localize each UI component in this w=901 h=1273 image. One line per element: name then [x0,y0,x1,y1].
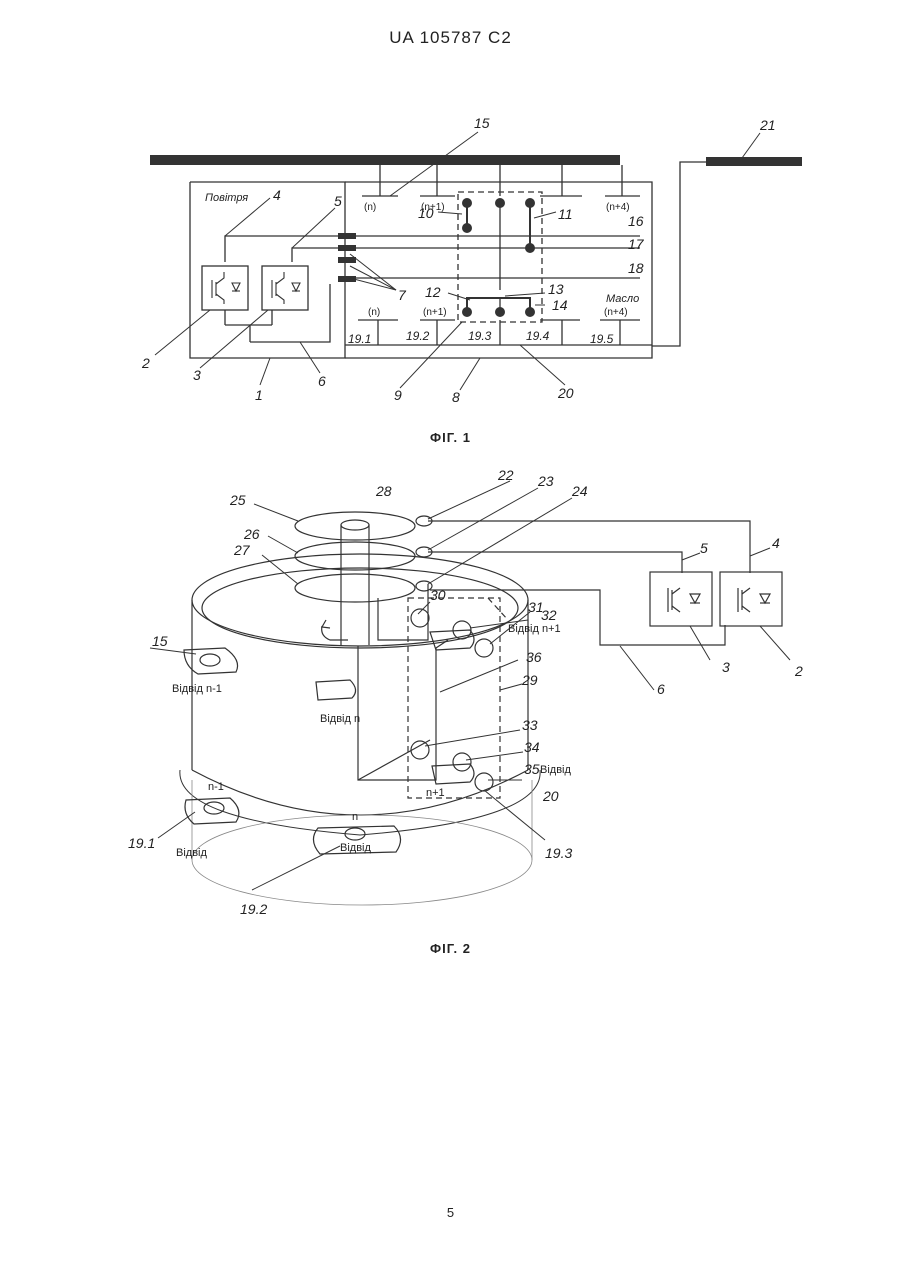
fig2-label-34: 34 [524,739,540,755]
fig1-label-16: 16 [628,213,644,229]
patent-header: UA 105787 C2 [0,28,901,48]
tap-label-bottom-center: Відвід [340,842,371,854]
tap-19-5: 19.5 [590,332,614,346]
tap-19-3: 19.3 [468,329,492,343]
top-tap-n1: (n+1) [421,202,445,213]
fig2-label-32: 32 [541,607,557,623]
tap-19-1: 19.1 [348,332,371,346]
fig1-label-2: 2 [141,355,150,371]
fig1-label-1: 1 [255,387,263,403]
fig2-label-36: 36 [526,649,542,665]
fig1-label-21: 21 [759,117,776,133]
fig2-label-24: 24 [571,483,588,499]
figure-2-caption: ФІГ. 2 [0,941,901,956]
tap-label-bottom-right: Відвід [540,764,571,776]
fig2-label-22: 22 [497,467,514,483]
fig2-label-20: 20 [542,788,559,804]
fig1-label-12: 12 [425,284,441,300]
fig1-label-6: 6 [318,373,326,389]
tap-19-2: 19.2 [406,329,430,343]
fig2-label-19-3: 19.3 [545,845,572,861]
fig2-label-33: 33 [522,717,538,733]
bottom-tap-n: (n) [368,307,380,318]
fig1-label-5: 5 [334,193,342,209]
fig1-label-4: 4 [273,187,281,203]
fig2-label-6: 6 [657,681,665,697]
fig1-label-18: 18 [628,260,644,276]
mark-n-plus-1: n+1 [426,787,445,799]
figure-2-perspective-drawing: 22 23 24 25 28 26 27 30 31 32 36 29 33 3… [0,460,901,930]
fig2-label-3: 3 [722,659,730,675]
bottom-tap-n4: (n+4) [604,307,628,318]
fig2-label-19-1: 19.1 [128,835,155,851]
fig2-label-28: 28 [375,483,392,499]
page-number: 5 [0,1205,901,1220]
fig2-label-27: 27 [233,542,251,558]
tap-label-n: Відвід n [320,713,360,725]
fig1-label-20: 20 [557,385,574,401]
fig2-label-4: 4 [772,535,780,551]
tap-label-n-plus-1: Відвід n+1 [508,623,561,635]
mark-n-1: n-1 [208,781,224,793]
tap-label-bottom-left: Відвід [176,847,207,859]
fig1-label-8: 8 [452,389,460,405]
mark-n: n [352,811,358,823]
tap-19-4: 19.4 [526,329,550,343]
fig1-label-3: 3 [193,367,201,383]
fig1-label-17: 17 [628,236,645,252]
fig2-label-15: 15 [152,633,168,649]
fig1-label-14: 14 [552,297,568,313]
figure-1-caption: ФІГ. 1 [0,430,901,445]
figure-1-circuit-diagram: 15 21 4 5 10 11 16 17 18 7 12 13 14 2 3 … [0,100,901,420]
fig2-label-35: 35 [524,761,540,777]
fig2-label-23: 23 [537,473,554,489]
fig1-label-9: 9 [394,387,402,403]
fig2-label-5: 5 [700,540,708,556]
fig2-label-2: 2 [794,663,803,679]
air-label: Повітря [205,192,248,204]
bottom-tap-n1: (n+1) [423,307,447,318]
fig1-label-7: 7 [398,287,407,303]
oil-label: Масло [606,293,639,305]
top-tap-n: (n) [364,202,376,213]
fig2-label-26: 26 [243,526,260,542]
fig2-label-30: 30 [430,587,446,603]
fig1-label-13: 13 [548,281,564,297]
fig1-label-15: 15 [474,115,490,131]
fig2-label-29: 29 [521,672,538,688]
top-tap-n4: (n+4) [606,202,630,213]
fig1-label-11: 11 [558,206,573,222]
fig2-label-25: 25 [229,492,246,508]
tap-label-n-1: Відвід n-1 [172,683,222,695]
fig2-label-19-2: 19.2 [240,901,267,917]
